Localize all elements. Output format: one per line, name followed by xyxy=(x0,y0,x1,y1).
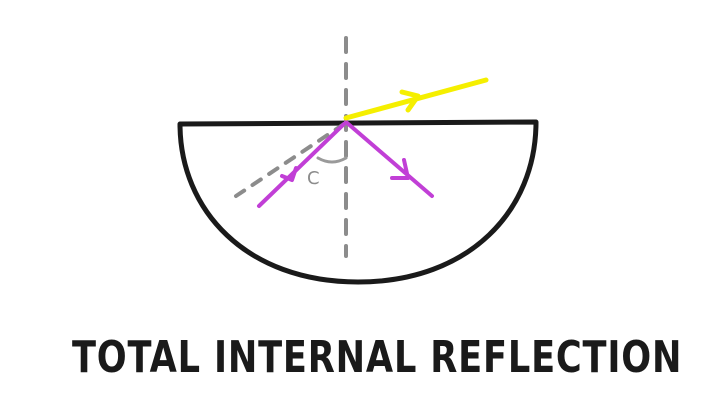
incident-ray xyxy=(257,122,346,208)
critical-angle-label: C xyxy=(307,168,320,189)
diagram-caption: TOTAL INTERNAL REFLECTION xyxy=(72,332,683,383)
reflected-ray-arrowhead xyxy=(390,158,410,180)
incident-ray-extension xyxy=(234,122,346,198)
incident-ray-arrowhead xyxy=(280,166,298,182)
critical-angle-arc xyxy=(316,156,348,164)
refracted-ray-arrowhead xyxy=(399,89,421,113)
refracted-ray xyxy=(343,77,489,121)
reflected-ray xyxy=(344,120,434,198)
semicircular-block xyxy=(177,119,539,285)
